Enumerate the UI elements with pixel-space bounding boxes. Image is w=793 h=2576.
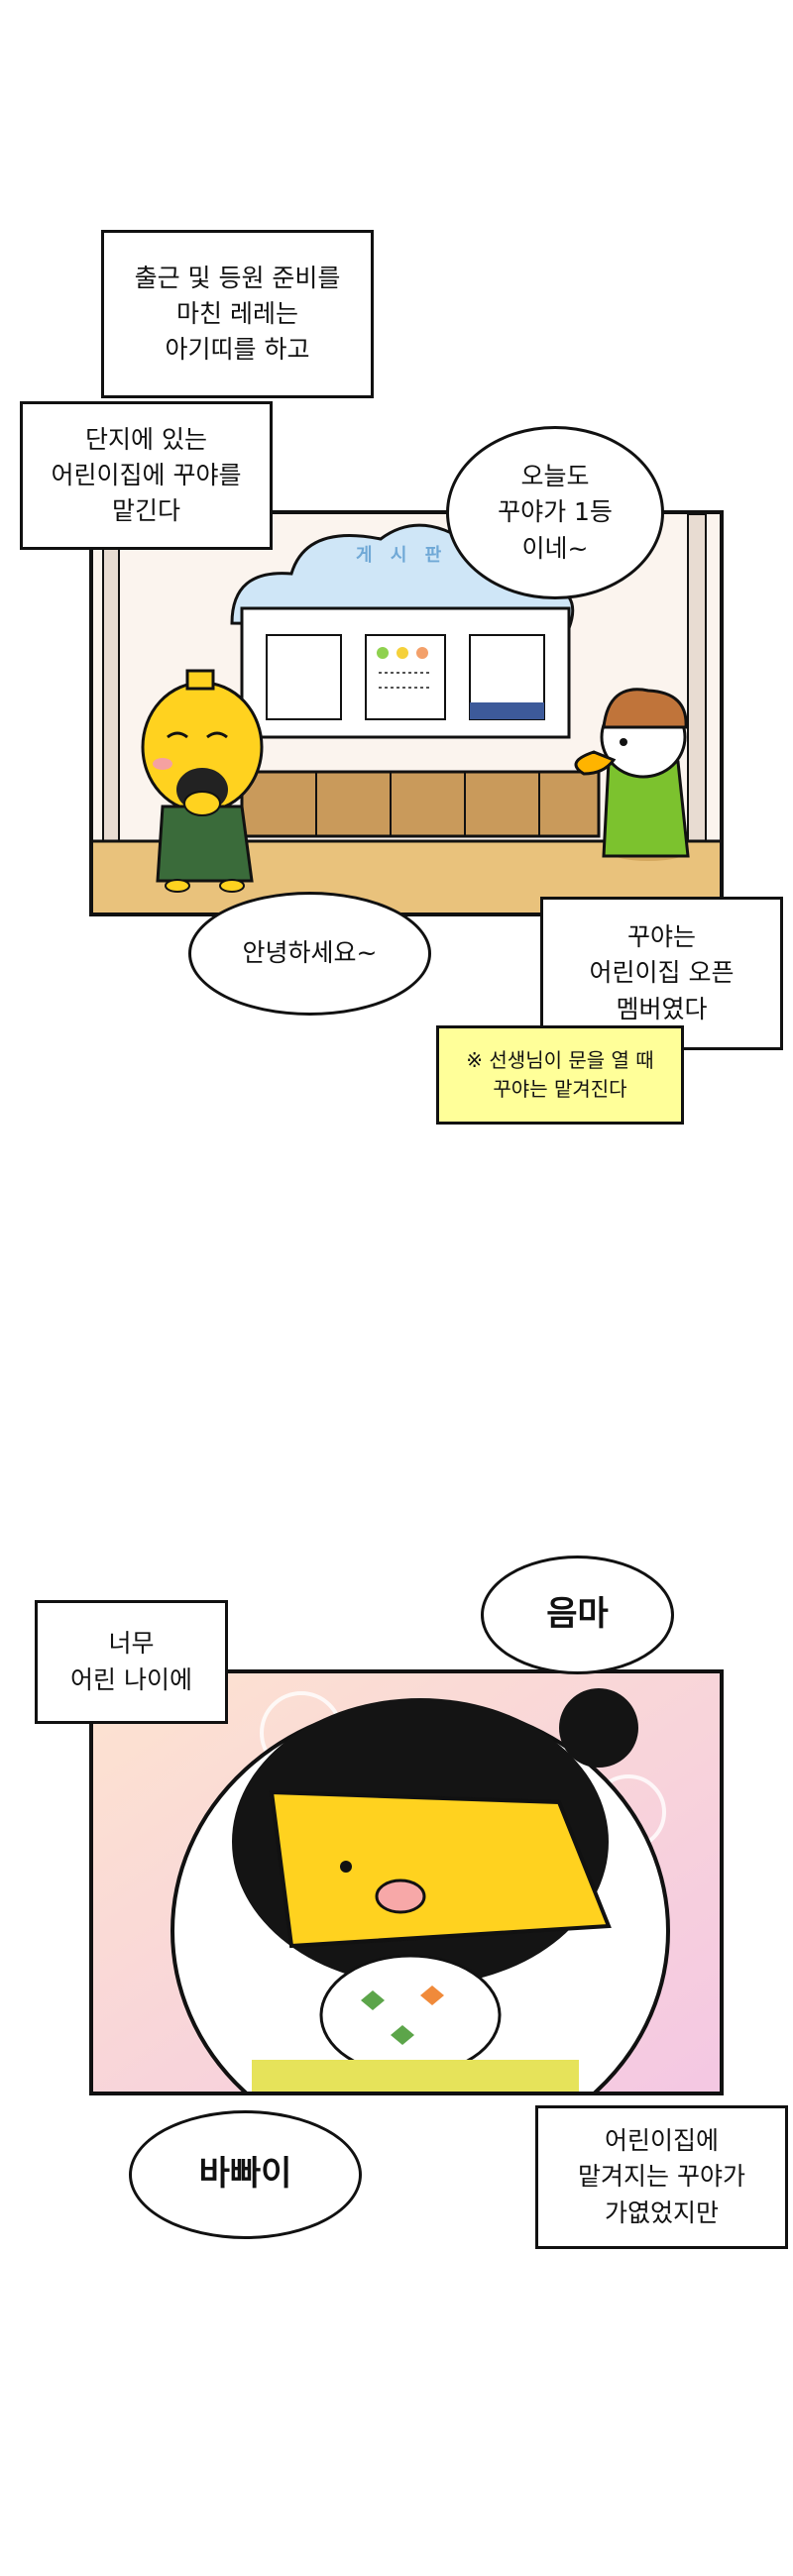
speech-bubble-hello: 안녕하세요~	[188, 892, 431, 1016]
caption-felt-sorry: 어린이집에 맡겨지는 꾸야가 가엾었지만	[535, 2105, 788, 2249]
caption-daycare-handoff: 단지에 있는 어린이집에 꾸야를 맡긴다	[20, 401, 273, 550]
board-label: 게 시 판	[356, 545, 448, 566]
cubby-shelf	[240, 770, 601, 838]
bib	[319, 1954, 502, 2077]
baby-face	[269, 1789, 612, 1949]
caption-too-young: 너무 어린 나이에	[35, 1600, 228, 1724]
speech-bubble-mom: 음마	[481, 1556, 674, 1674]
caption-preparation: 출근 및 등원 준비를 마친 레레는 아기띠를 하고	[101, 230, 374, 398]
rere-character	[141, 669, 264, 893]
door-frame-right	[687, 514, 707, 872]
speech-bubble-bye-bye: 바빠이	[129, 2110, 362, 2239]
teacher-duck-character	[574, 688, 690, 861]
footnote-teacher-opens: ※ 선생님이 문을 열 때 꾸야는 맡겨진다	[436, 1025, 684, 1125]
panel-baby-closeup	[89, 1669, 724, 2095]
speech-bubble-teacher: 오늘도 꾸야가 1등 이네~	[446, 426, 664, 599]
door-frame-left	[102, 514, 120, 872]
baby-closeup-scene	[93, 1673, 720, 2092]
caption-opening-member: 꾸야는 어린이집 오픈 멤버였다	[540, 897, 783, 1050]
